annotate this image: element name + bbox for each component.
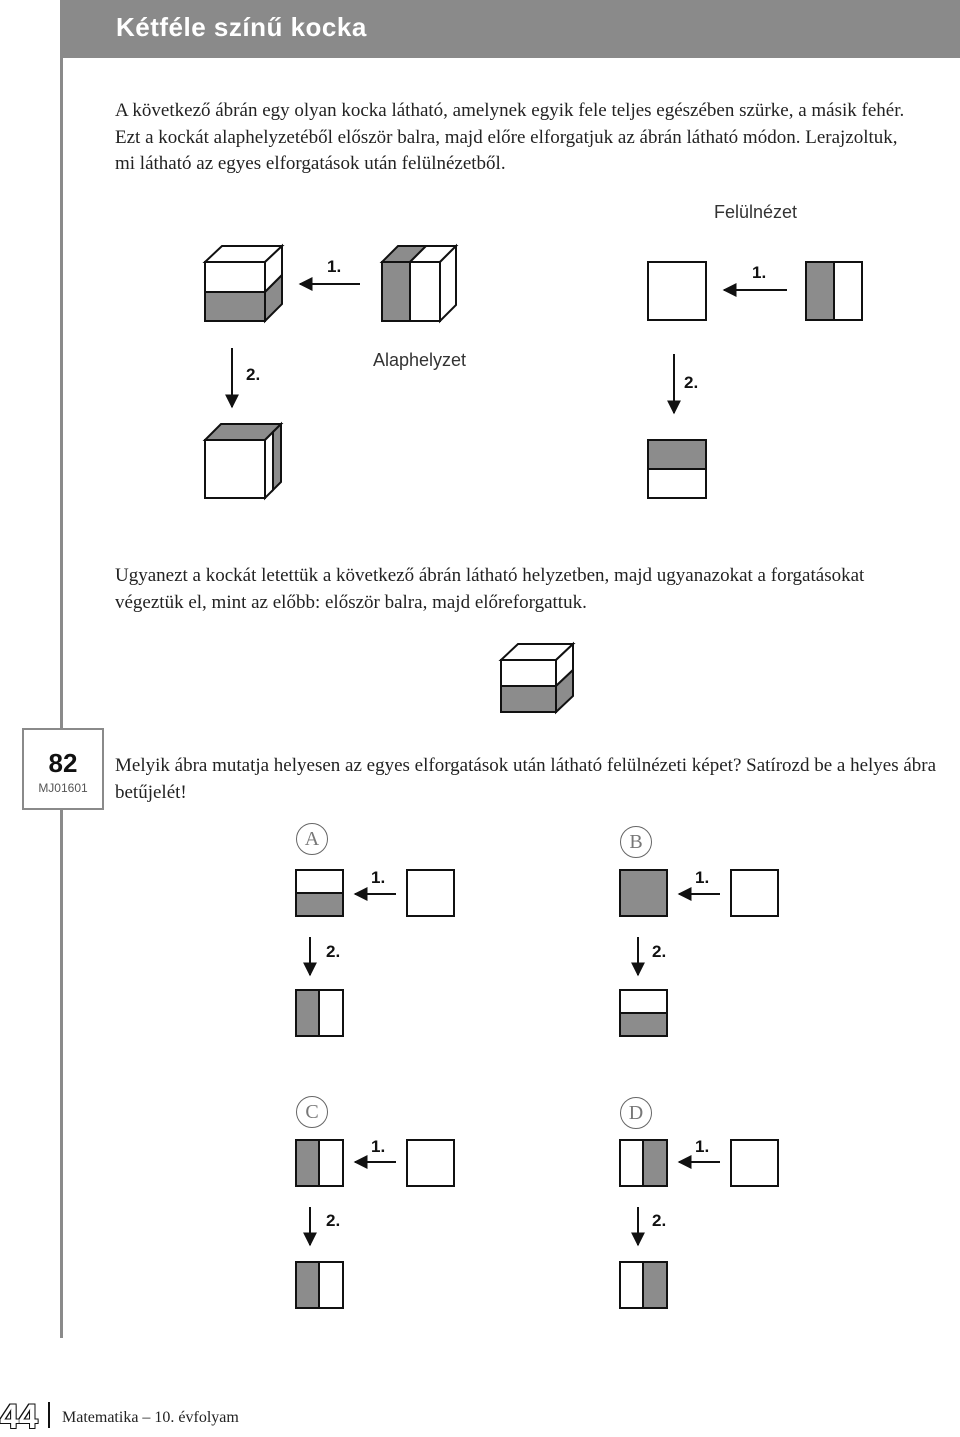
- top-view-label: Felülnézet: [714, 202, 798, 222]
- cube-after-rotation-1: [379, 243, 459, 324]
- question-code: MJ01601: [38, 781, 88, 795]
- start-cube: [202, 243, 285, 324]
- step-label: 1.: [752, 263, 766, 282]
- top-view-rotation-2: [647, 439, 707, 499]
- margin-rule: [60, 58, 63, 1338]
- step-label: 2.: [652, 1211, 666, 1230]
- cube-after-rotation-2: [202, 421, 284, 501]
- top-view-start: [647, 261, 707, 321]
- footer-divider: [48, 1402, 50, 1428]
- option-b-diagram: [619, 869, 779, 1037]
- step-label: 2.: [246, 365, 260, 384]
- start-position-label: Alaphelyzet: [373, 350, 467, 370]
- question-number: 82: [48, 748, 78, 778]
- page-title: Kétféle színű kocka: [116, 12, 367, 42]
- option-a-diagram: [295, 869, 455, 1037]
- option-d-diagram: [619, 1139, 779, 1309]
- question-number-box: 82 MJ01601: [22, 728, 104, 810]
- option-d-bubble[interactable]: D: [620, 1097, 652, 1129]
- step-label: 2.: [326, 942, 340, 961]
- option-c-diagram: [295, 1139, 455, 1309]
- new-position-cube: [498, 641, 576, 715]
- step-label: 1.: [371, 868, 385, 887]
- header-bar: Kétféle színű kocka: [60, 0, 960, 58]
- step-label: 1.: [695, 1137, 709, 1156]
- option-c-bubble[interactable]: C: [296, 1096, 328, 1128]
- page-number: 44: [0, 1398, 38, 1436]
- option-b-bubble[interactable]: B: [620, 826, 652, 858]
- step-label: 2.: [684, 373, 698, 392]
- option-a-bubble[interactable]: A: [296, 823, 328, 855]
- intro-paragraph: A következő ábrán egy olyan kocka láthat…: [115, 100, 905, 174]
- step-label: 1.: [695, 868, 709, 887]
- step-label: 1.: [371, 1137, 385, 1156]
- footer-subject: Matematika – 10. évfolyam: [62, 1409, 239, 1426]
- middle-paragraph: Ugyanezt a kockát letettük a következő á…: [115, 565, 865, 613]
- step-label: 1.: [327, 257, 341, 276]
- step-label: 2.: [652, 942, 666, 961]
- top-view-rotation-1: [805, 261, 863, 321]
- step-label: 2.: [326, 1211, 340, 1230]
- question-text: Melyik ábra mutatja helyesen az egyes el…: [115, 755, 937, 803]
